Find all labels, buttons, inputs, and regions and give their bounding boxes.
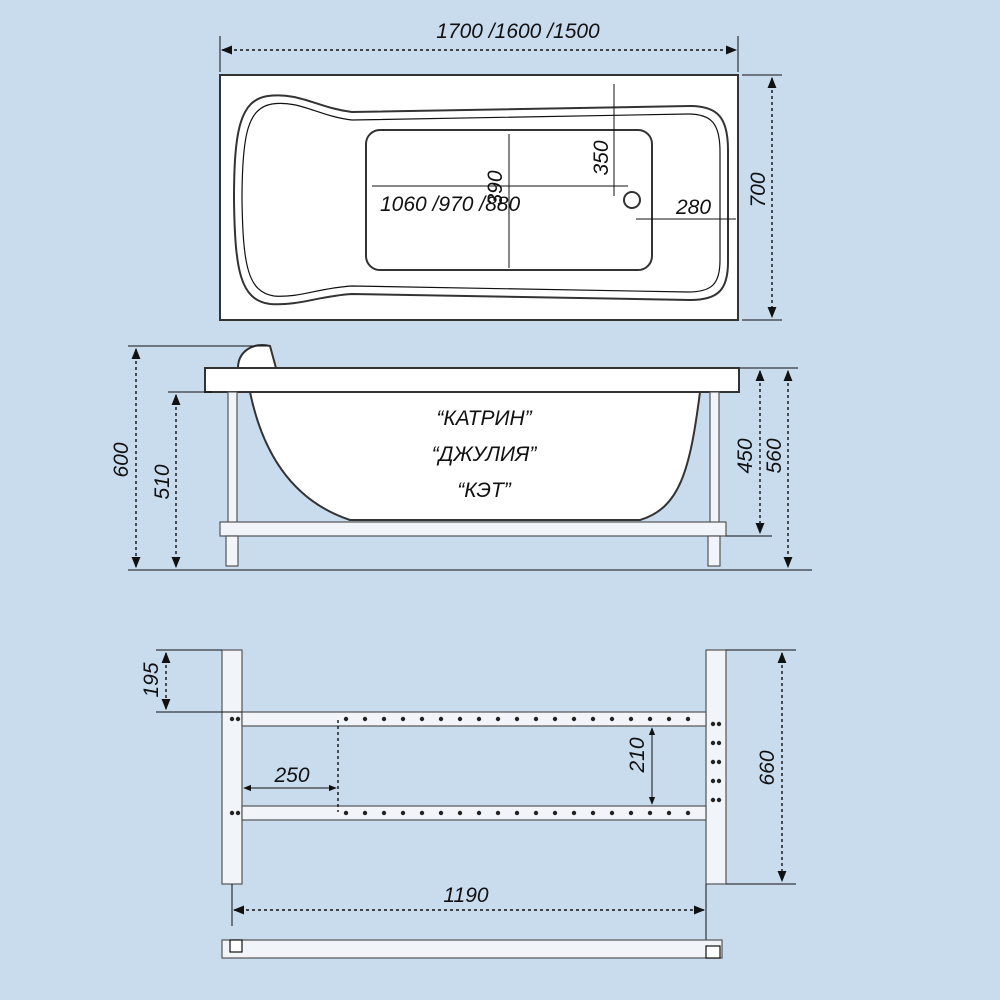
mounting-hole	[716, 778, 722, 784]
mounting-hole	[438, 716, 444, 722]
left-frame-post	[221, 649, 243, 885]
mounting-hole	[514, 810, 520, 816]
bottom-profile-left-end	[229, 939, 243, 953]
mounting-hole	[628, 810, 634, 816]
rail-spacing-label: 210	[626, 737, 649, 773]
depth-label: 660	[756, 750, 779, 785]
drain-hole	[623, 191, 641, 209]
mounting-hole	[476, 716, 482, 722]
front-right-leg	[709, 391, 720, 529]
mounting-hole	[438, 810, 444, 816]
lower-frame-rail	[241, 805, 707, 821]
model-name-3: “КЭТ”	[457, 479, 512, 502]
leg-offset-label: 250	[273, 764, 309, 787]
mounting-hole	[710, 759, 716, 765]
mounting-hole	[495, 810, 501, 816]
mounting-hole	[571, 810, 577, 816]
mounting-hole	[400, 810, 406, 816]
model-name-1: “КАТРИН”	[436, 407, 532, 430]
frame-height-label: 510	[151, 464, 174, 499]
mounting-hole	[666, 810, 672, 816]
mounting-hole	[381, 810, 387, 816]
mounting-holes	[229, 716, 722, 816]
upper-frame-rail	[241, 711, 707, 727]
mounting-hole	[716, 759, 722, 765]
mounting-hole	[647, 810, 653, 816]
mounting-hole	[362, 716, 368, 722]
model-name-2: “ДЖУЛИЯ”	[432, 443, 538, 466]
width-label: 700	[747, 172, 770, 207]
mounting-hole	[514, 716, 520, 722]
bottom-frame-profile	[221, 939, 723, 959]
mounting-hole	[400, 716, 406, 722]
mounting-hole	[552, 810, 558, 816]
mounting-hole	[716, 721, 722, 727]
tub-body-profile	[248, 391, 702, 521]
mounting-hole	[476, 810, 482, 816]
mounting-hole	[609, 810, 615, 816]
mounting-hole	[362, 810, 368, 816]
mounting-hole	[590, 810, 596, 816]
mounting-hole	[533, 716, 539, 722]
rim-height-label: 560	[763, 438, 786, 473]
mounting-hole	[533, 810, 539, 816]
mounting-hole	[235, 810, 241, 816]
right-frame-post	[705, 649, 727, 885]
mounting-hole	[552, 716, 558, 722]
drain-side-label: 280	[675, 196, 711, 219]
seat-width-label: 390	[484, 170, 507, 205]
mounting-hole	[343, 716, 349, 722]
front-left-leg	[227, 391, 238, 529]
frame-length-label: 1190	[443, 884, 488, 907]
offset-label: 195	[140, 662, 163, 697]
mounting-hole	[419, 810, 425, 816]
mounting-hole	[381, 716, 387, 722]
mounting-hole	[685, 716, 691, 722]
right-foot	[707, 535, 721, 567]
top-view: 1700 /1600 /1500 390 350 1060 /970 /880 …	[219, 20, 782, 321]
mounting-hole	[647, 716, 653, 722]
drain-offset-label: 350	[590, 140, 613, 175]
bottom-profile-right-end	[705, 945, 721, 959]
mounting-hole	[457, 716, 463, 722]
left-foot	[225, 535, 239, 567]
mounting-hole	[229, 810, 235, 816]
inner-length-label: 1060 /970 /880	[380, 193, 520, 216]
tub-depth-label: 450	[734, 438, 757, 473]
length-label: 1700 /1600 /1500	[436, 20, 600, 43]
mounting-hole	[343, 810, 349, 816]
mounting-hole	[590, 716, 596, 722]
tub-basin-inner-contour	[241, 102, 721, 297]
mounting-hole	[457, 810, 463, 816]
mounting-hole	[229, 716, 235, 722]
mounting-hole	[685, 810, 691, 816]
headrest	[236, 344, 278, 369]
mounting-hole	[710, 740, 716, 746]
mounting-hole	[716, 740, 722, 746]
side-rim	[204, 367, 740, 393]
mounting-hole	[710, 778, 716, 784]
mounting-hole	[571, 716, 577, 722]
mounting-hole	[609, 716, 615, 722]
base-frame	[219, 521, 727, 537]
mounting-hole	[419, 716, 425, 722]
total-height-label: 600	[110, 442, 133, 477]
mounting-hole	[628, 716, 634, 722]
mounting-hole	[666, 716, 672, 722]
mounting-hole	[716, 797, 722, 803]
frame-view: 195 250 210 660 1190	[140, 649, 796, 959]
side-view: “КАТРИН” “ДЖУЛИЯ” “КЭТ” 600 510 450 560	[110, 344, 812, 571]
mounting-hole	[710, 721, 716, 727]
mounting-hole	[710, 797, 716, 803]
mounting-hole	[235, 716, 241, 722]
mounting-hole	[495, 716, 501, 722]
